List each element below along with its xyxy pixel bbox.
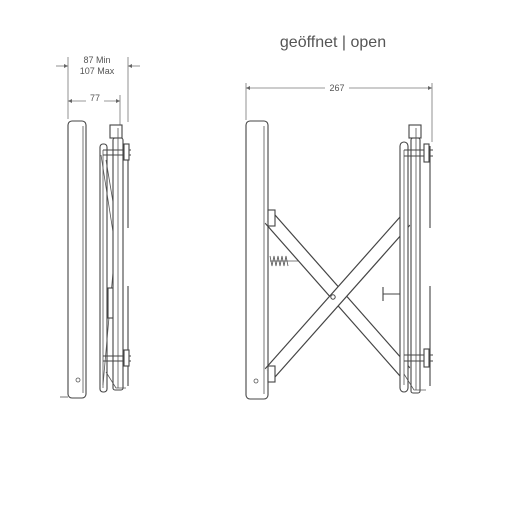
pivot-point	[330, 294, 336, 300]
bolt-top	[103, 143, 131, 161]
tv-panel-closed	[60, 120, 87, 399]
bolt-bottom-open	[404, 348, 433, 368]
dimension-depth-closed: 77	[68, 93, 121, 126]
wall-bracket-open	[399, 124, 433, 394]
bolt-top-open	[404, 143, 433, 163]
dimension-label-max: 107 Max	[80, 66, 115, 76]
release-lever	[382, 287, 400, 301]
drawing-title: geöffnet | open	[280, 34, 386, 51]
closed-view: 87 Min 107 Max 77	[56, 55, 140, 399]
dimension-depth-open: 267	[245, 82, 433, 142]
open-view: 267	[245, 82, 433, 400]
dimension-label-min: 87 Min	[83, 55, 110, 65]
tv-panel-open	[245, 120, 269, 400]
dimension-depth-min-max: 87 Min 107 Max	[56, 55, 140, 122]
scissor-arms	[264, 209, 411, 383]
dimension-label-open: 267	[329, 83, 344, 93]
bolt-bottom	[103, 349, 131, 367]
folded-bracket	[99, 124, 131, 393]
dimension-label-closed: 77	[90, 93, 100, 103]
